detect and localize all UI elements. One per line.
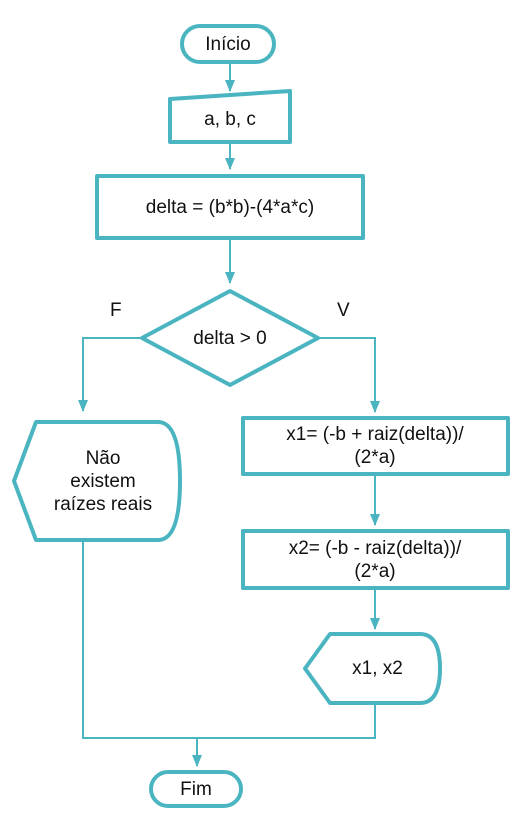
connector-output-to-merge [197, 703, 376, 739]
no-roots-label: Não existem raízes reais [53, 447, 153, 515]
end-label: Fim [180, 778, 212, 800]
decision-label: delta > 0 [193, 327, 267, 349]
connector-decision-true [318, 337, 380, 413]
no-roots-display-shape [12, 420, 182, 542]
delta-process-box [95, 174, 365, 240]
output-label: x1, x2 [352, 658, 403, 679]
false-branch-label: F [110, 300, 122, 321]
input-label: a, b, c [204, 108, 256, 130]
end-terminal [149, 770, 243, 808]
true-branch-label: V [337, 300, 350, 321]
start-terminal [180, 24, 276, 64]
x2-process-label: x2= (-b - raiz(delta))/ (2*a) [288, 537, 462, 582]
x1-process-label: x1= (-b + raiz(delta))/ (2*a) [286, 424, 464, 468]
x1-process-box [241, 416, 510, 476]
start-label: Início [205, 33, 251, 55]
x2-process-box [241, 529, 510, 590]
decision-diamond [140, 289, 320, 387]
connector-no-roots-to-merge [82, 540, 197, 739]
output-display-shape [303, 632, 442, 705]
input-shape [168, 89, 292, 144]
delta-process-label: delta = (b*b)-(4*a*c) [145, 196, 315, 218]
connector-decision-false [78, 337, 142, 412]
